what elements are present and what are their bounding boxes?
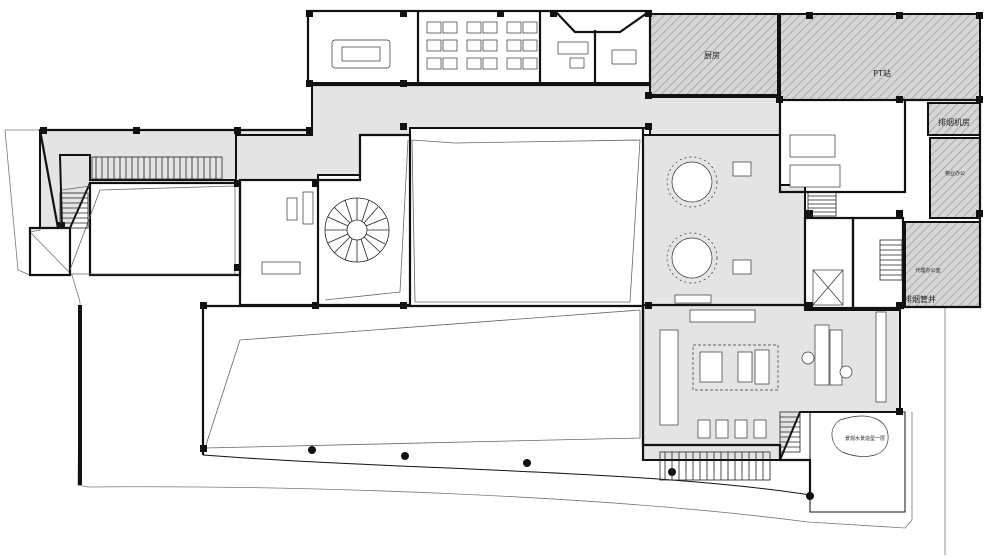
pt-station-room (779, 13, 981, 101)
security-office-room (929, 137, 981, 219)
walls (28, 9, 982, 513)
landscape-note-label: 景观水景造型一层 (845, 435, 885, 442)
stairs (59, 156, 903, 481)
kitchen-room (649, 13, 779, 96)
property-office-room (904, 221, 981, 308)
exhaust-shaft-label: 排烟管井 (904, 294, 936, 304)
property-office-label: 代理办公室 (915, 267, 940, 274)
columns (40, 10, 983, 500)
security-office-label: 物业办公 (945, 170, 965, 177)
site-outline (4, 129, 946, 555)
furniture (261, 21, 889, 457)
pt-station-label: PT站 (873, 68, 891, 78)
hatched-rooms (649, 13, 981, 308)
room-labels: 厨房 PT站 排烟机房 物业办公 代理办公室 排烟管井 景观水景造型一层 (704, 50, 970, 442)
exhaust-room (927, 102, 981, 136)
kitchen-label: 厨房 (704, 50, 720, 60)
void-lines (61, 139, 641, 449)
exhaust-room-label: 排烟机房 (938, 117, 970, 127)
